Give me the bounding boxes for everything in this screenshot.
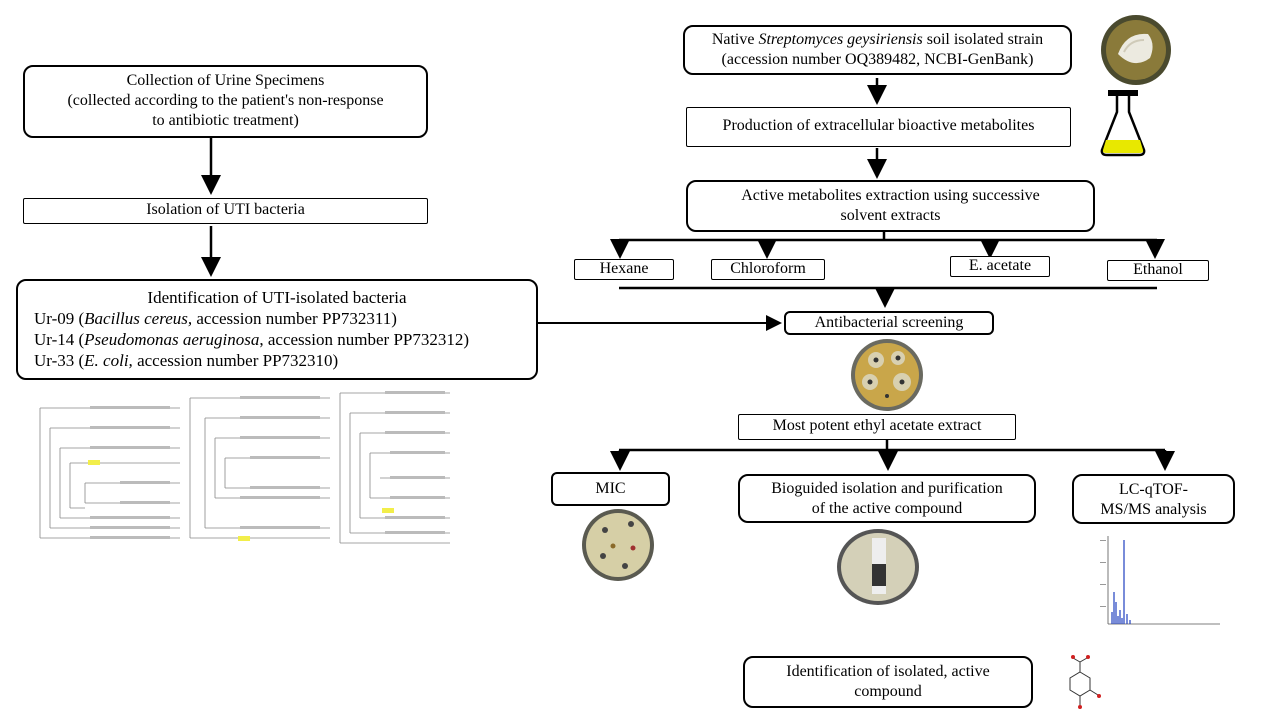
antibacterial-screening-plate-image (851, 339, 923, 411)
streptomyces-culture-plate-image (1101, 15, 1171, 85)
solvent-label: E. acetate (968, 257, 1032, 274)
urine-title: Collection of Urine Specimens (126, 72, 325, 89)
isolate-row: Ur-33 (E. coli, accession number PP73231… (34, 351, 339, 370)
isolation-box: Isolation of UTI bacteria (23, 198, 428, 224)
strain-accession: (accession number OQ389482, NCBI-GenBank… (721, 51, 1034, 68)
production-box: Production of extracellular bioactive me… (686, 107, 1071, 147)
solvent-hexane-box: Hexane (574, 259, 674, 280)
bioguided-subtitle: of the active compound (811, 500, 963, 517)
solvent-label: Chloroform (730, 260, 806, 277)
identified-compound-box: Identification of isolated, active compo… (743, 656, 1033, 708)
screening-box: Antibacterial screening (784, 311, 994, 335)
isolate-row: Ur-14 (Pseudomonas aeruginosa, accession… (34, 330, 470, 349)
mass-spectrum-image (1100, 536, 1220, 625)
solvent-chloroform-box: Chloroform (711, 259, 825, 280)
strain-box: Native Streptomyces geysiriensis soil is… (683, 25, 1072, 75)
urine-subtitle-2: to antibiotic treatment) (152, 112, 299, 129)
extraction-title: Active metabolites extraction using succ… (741, 187, 1040, 204)
potent-extract-box: Most potent ethyl acetate extract (738, 414, 1016, 440)
solvent-ethanol-box: Ethanol (1107, 260, 1209, 281)
extraction-box: Active metabolites extraction using succ… (686, 180, 1095, 232)
purification-plate-image (837, 529, 919, 605)
identification-title: Identification of UTI-isolated bacteria (147, 288, 407, 307)
isolate-row: Ur-09 (Bacillus cereus, accession number… (34, 309, 397, 328)
mic-label: MIC (595, 480, 626, 497)
identified-subtitle: compound (854, 683, 922, 700)
chemical-structure-image (1069, 655, 1101, 709)
isolation-label: Isolation of UTI bacteria (146, 201, 305, 218)
urine-subtitle-1: (collected according to the patient's no… (67, 92, 384, 109)
solvent-label: Ethanol (1133, 261, 1183, 278)
screening-label: Antibacterial screening (814, 314, 964, 331)
flask-icon (1100, 90, 1146, 157)
mic-plate-image (582, 509, 654, 581)
strain-title: Native Streptomyces geysiriensis soil is… (711, 31, 1044, 48)
lcms-subtitle: MS/MS analysis (1100, 501, 1207, 518)
identification-box: Identification of UTI-isolated bacteria … (16, 279, 538, 380)
mic-box: MIC (551, 472, 670, 506)
lcms-box: LC-qTOF- MS/MS analysis (1072, 474, 1235, 524)
potent-extract-label: Most potent ethyl acetate extract (772, 417, 982, 434)
identified-title: Identification of isolated, active (786, 663, 990, 680)
bioguided-box: Bioguided isolation and purification of … (738, 474, 1036, 523)
bioguided-title: Bioguided isolation and purification (771, 480, 1003, 497)
extraction-subtitle: solvent extracts (840, 207, 941, 224)
solvent-label: Hexane (599, 260, 649, 277)
solvent-ethyl-acetate-box: E. acetate (950, 256, 1050, 277)
phylogenetic-trees-image (39, 391, 450, 544)
production-label: Production of extracellular bioactive me… (722, 117, 1035, 134)
urine-collection-box: Collection of Urine Specimens (collected… (23, 65, 428, 138)
lcms-title: LC-qTOF- (1118, 481, 1189, 498)
